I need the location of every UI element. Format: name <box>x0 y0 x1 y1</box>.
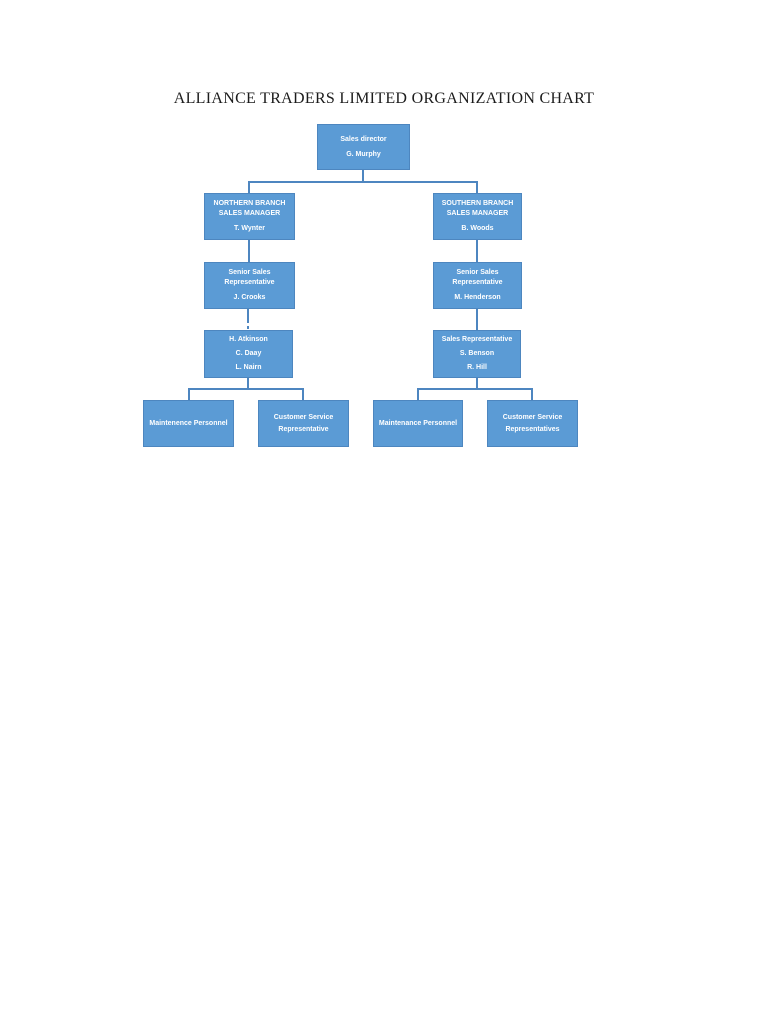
node-person: B. Woods <box>461 225 494 232</box>
node-role: SOUTHERN BRANCH <box>441 200 514 207</box>
node-role: Representative <box>224 279 275 286</box>
org-node-southern-maintenance: Maintenance Personnel <box>373 400 463 447</box>
node-role: Senior Sales <box>228 269 271 276</box>
connector-drop-northern-manager <box>248 181 250 193</box>
node-role: Representative <box>278 425 329 433</box>
node-role: SALES MANAGER <box>218 210 281 217</box>
node-person: S. Benson <box>459 350 495 357</box>
org-node-northern-manager: NORTHERN BRANCH SALES MANAGER T. Wynter <box>204 193 295 240</box>
node-role: SALES MANAGER <box>446 210 509 217</box>
node-person: H. Atkinson <box>229 336 268 343</box>
node-person: T. Wynter <box>234 225 265 232</box>
node-role: Sales Representative <box>441 336 513 343</box>
node-role: Maintenence Personnel <box>149 419 228 427</box>
node-role: Customer Service <box>273 413 334 421</box>
org-node-northern-maintenance: Maintenence Personnel <box>143 400 234 447</box>
connector-southern-reps-stub <box>476 378 478 389</box>
node-role: NORTHERN BRANCH <box>213 200 286 207</box>
node-person: J. Crooks <box>233 294 266 301</box>
connector-northern-reps-stub <box>247 378 249 389</box>
node-role: Customer Service <box>502 413 563 421</box>
node-role: Representative <box>452 279 503 286</box>
org-node-northern-senior: Senior Sales Representative J. Crooks <box>204 262 295 309</box>
node-person: G. Murphy <box>346 150 381 158</box>
connector-northern-bottom-horizontal <box>188 388 304 390</box>
org-node-southern-senior: Senior Sales Representative M. Henderson <box>433 262 522 309</box>
connector-northern-manager-senior <box>248 240 250 262</box>
connector-drop-southern-maintenance <box>417 388 419 400</box>
org-node-northern-customer-service: Customer Service Representative <box>258 400 349 447</box>
page-title: ALLIANCE TRADERS LIMITED ORGANIZATION CH… <box>173 90 595 107</box>
node-role: Maintenance Personnel <box>378 419 458 427</box>
node-person: M. Henderson <box>454 294 501 301</box>
connector-southern-senior-reps <box>476 309 478 330</box>
connector-northern-senior-reps <box>247 309 249 323</box>
connector-drop-southern-manager <box>476 181 478 193</box>
node-role: Representatives <box>505 425 560 433</box>
org-node-southern-customer-service: Customer Service Representatives <box>487 400 578 447</box>
node-person: C. Daay <box>235 350 262 357</box>
connector-southern-bottom-horizontal <box>417 388 533 390</box>
org-node-sales-director: Sales director G. Murphy <box>317 124 410 170</box>
connector-drop-southern-csr <box>531 388 533 400</box>
connector-managers-horizontal <box>248 181 478 183</box>
org-node-southern-reps: Sales Representative S. Benson R. Hill <box>433 330 521 378</box>
connector-director-stub <box>362 170 364 182</box>
node-role: Senior Sales <box>456 269 499 276</box>
connector-northern-senior-reps-dot <box>247 326 249 329</box>
connector-drop-northern-csr <box>302 388 304 400</box>
org-node-northern-reps: H. Atkinson C. Daay L. Nairn <box>204 330 293 378</box>
node-person: R. Hill <box>467 364 487 371</box>
node-role: Sales director <box>340 135 387 143</box>
org-node-southern-manager: SOUTHERN BRANCH SALES MANAGER B. Woods <box>433 193 522 240</box>
node-person: L. Nairn <box>235 364 262 371</box>
connector-southern-manager-senior <box>476 240 478 262</box>
connector-drop-northern-maintenance <box>188 388 190 400</box>
